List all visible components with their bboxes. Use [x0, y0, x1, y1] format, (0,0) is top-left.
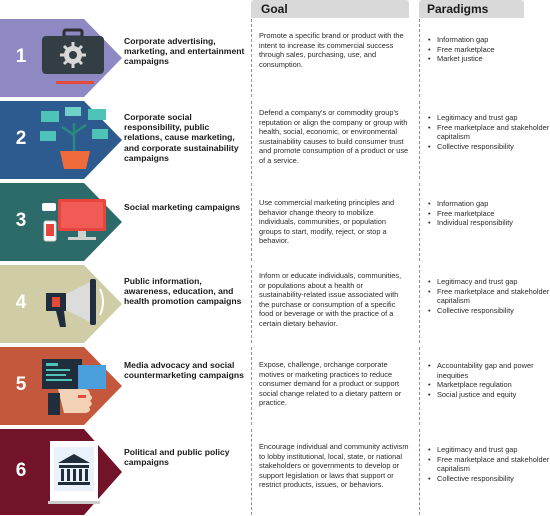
campaign-type-title: Corporate social responsibility, public …: [124, 112, 239, 163]
row-number: 3: [15, 210, 27, 231]
paradigm-list: Legitimacy and trust gapFree marketplace…: [428, 277, 550, 315]
campaign-row: 1 Corporate advertising, marketing, and …: [0, 19, 550, 97]
row-number: 6: [15, 460, 27, 481]
goal-column-header: Goal: [251, 0, 409, 18]
goal-divider: [251, 265, 252, 343]
campaign-type-title: Social marketing campaigns: [124, 202, 241, 212]
campaign-row: 5 Media advocacy and social countermarke…: [0, 347, 550, 425]
paradigm-list: Accountability gap and power inequitiesM…: [428, 361, 550, 399]
paradigm-list: Information gapFree marketplaceMarket ju…: [428, 35, 550, 64]
money-tree-icon: [34, 105, 114, 175]
paradigm-item: Free marketplace: [428, 209, 550, 219]
briefcase-gear-icon: [34, 23, 114, 93]
paradigm-divider: [419, 265, 420, 343]
campaign-type-title: Corporate advertising, marketing, and en…: [124, 36, 245, 67]
paradigm-item: Individual responsibility: [428, 218, 550, 228]
paradigm-item: Information gap: [428, 199, 550, 209]
paradigm-item: Market justice: [428, 54, 550, 64]
goal-divider: [251, 183, 252, 261]
campaign-goal-text: Defend a company's or commodity group's …: [259, 108, 409, 165]
goal-divider: [251, 19, 252, 97]
campaign-goal-text: Inform or educate individuals, communiti…: [259, 271, 402, 328]
thumbs-down-screen-icon: [34, 351, 114, 421]
paradigm-list: Legitimacy and trust gapFree marketplace…: [428, 445, 550, 483]
row-number: 4: [15, 292, 27, 313]
government-building-icon: [34, 437, 114, 507]
paradigm-item: Information gap: [428, 35, 550, 45]
campaign-goal-text: Use commercial marketing principles and …: [259, 198, 395, 246]
paradigm-item: Free marketplace: [428, 45, 550, 55]
campaign-type-title: Public information, awareness, education…: [124, 276, 242, 307]
goal-divider: [251, 429, 252, 515]
paradigm-divider: [419, 347, 420, 425]
paradigm-divider: [419, 19, 420, 97]
campaign-goal-text: Encourage individual and community activ…: [259, 442, 409, 490]
paradigm-item: Free marketplace and stakeholder capital…: [428, 287, 550, 306]
campaign-goal-text: Expose, challenge, orchange corporate mo…: [259, 360, 402, 408]
devices-icon: [34, 187, 114, 257]
paradigm-divider: [419, 183, 420, 261]
goal-divider: [251, 101, 252, 179]
paradigm-item: Social justice and equity: [428, 390, 550, 400]
paradigm-item: Collective responsibility: [428, 142, 550, 152]
megaphone-icon: [34, 269, 114, 339]
campaign-goal-text: Promote a specific brand or product with…: [259, 31, 404, 69]
paradigm-list: Legitimacy and trust gapFree marketplace…: [428, 113, 550, 151]
paradigms-column-header: Paradigms: [419, 0, 524, 18]
campaign-row: 3 Social marketing campaigns Use commerc…: [0, 183, 550, 261]
campaign-row: 4 Public information, awareness, educati…: [0, 265, 550, 343]
row-number: 5: [15, 374, 27, 395]
paradigm-divider: [419, 101, 420, 179]
campaign-row: 6 Political and public policy campaigns …: [0, 429, 550, 515]
paradigm-item: Collective responsibility: [428, 474, 550, 484]
paradigm-item: Free marketplace and stakeholder capital…: [428, 123, 550, 142]
row-number: 2: [15, 128, 27, 149]
paradigm-list: Information gapFree marketplaceIndividua…: [428, 199, 550, 228]
campaign-row: 2 Corporate social responsibility, publi…: [0, 101, 550, 179]
paradigm-item: Marketplace regulation: [428, 380, 550, 390]
paradigm-item: Free marketplace and stakeholder capital…: [428, 455, 550, 474]
row-number: 1: [15, 46, 27, 67]
paradigm-divider: [419, 429, 420, 515]
paradigm-item: Legitimacy and trust gap: [428, 445, 550, 455]
paradigm-item: Legitimacy and trust gap: [428, 277, 550, 287]
paradigm-item: Collective responsibility: [428, 306, 550, 316]
paradigm-item: Legitimacy and trust gap: [428, 113, 550, 123]
row-arrow-shape: [0, 101, 122, 179]
campaign-type-title: Political and public policy campaigns: [124, 447, 230, 468]
goal-divider: [251, 347, 252, 425]
campaign-type-title: Media advocacy and social countermarketi…: [124, 360, 244, 381]
paradigm-item: Accountability gap and power inequities: [428, 361, 550, 380]
